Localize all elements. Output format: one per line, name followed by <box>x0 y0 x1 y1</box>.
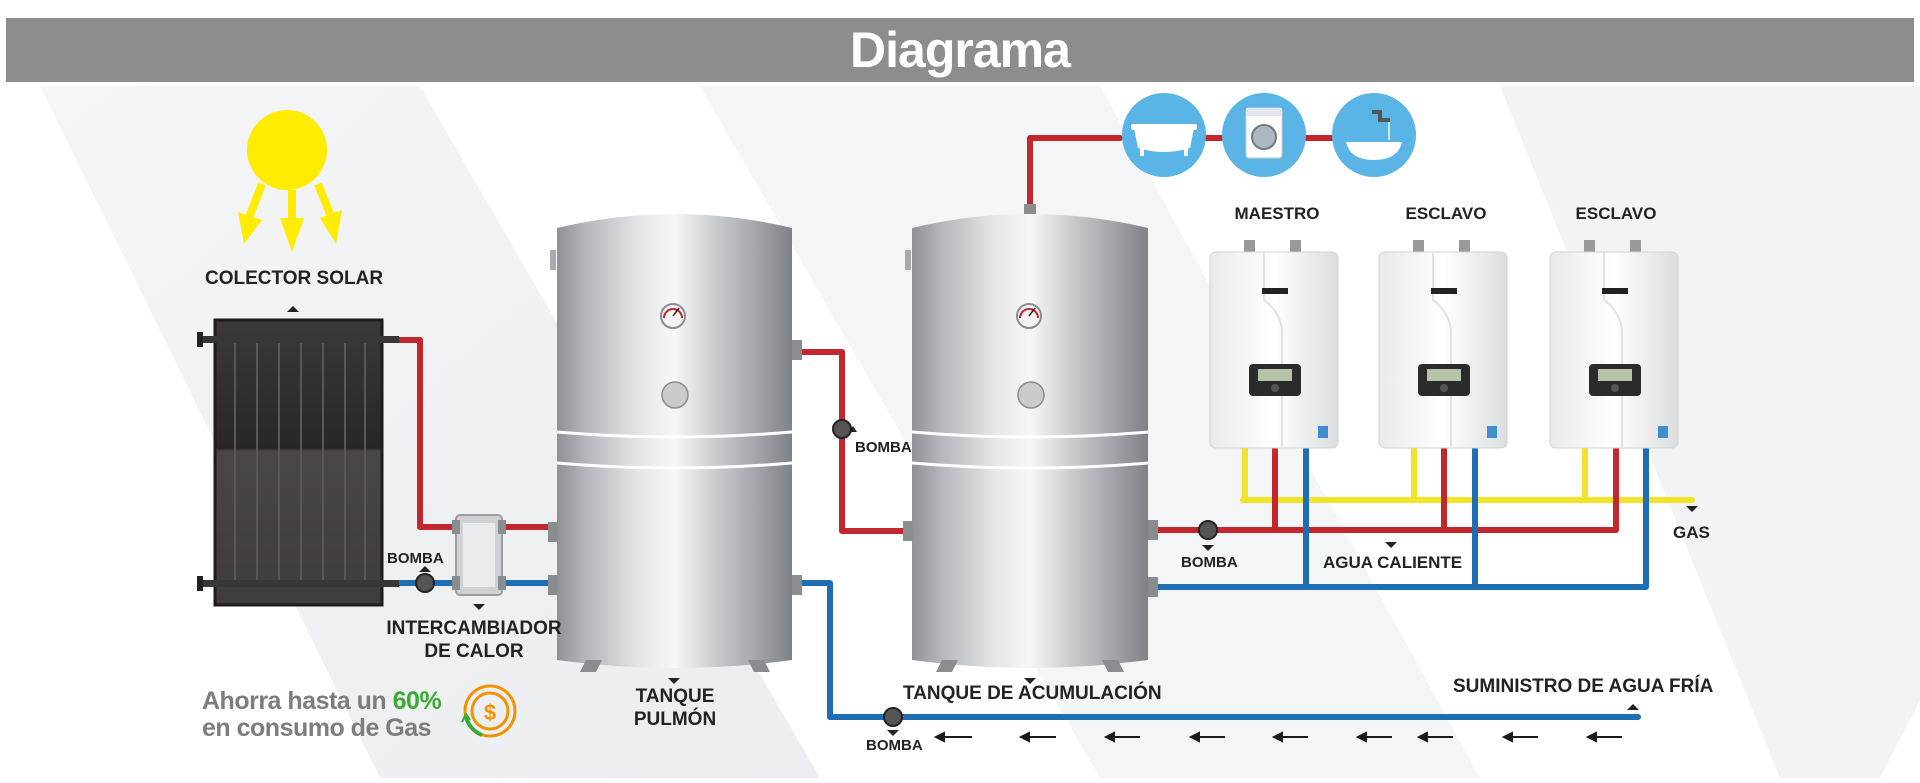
pipe-network <box>389 135 1695 720</box>
savings-line1-prefix: Ahorra hasta un <box>202 687 393 715</box>
hot-water-pointer <box>1385 542 1397 548</box>
collector-pointer <box>287 306 299 312</box>
pump-between-tanks-icon <box>832 419 857 439</box>
label-heater-slave-2: ESCLAVO <box>1575 204 1657 223</box>
pump-hot-return-icon <box>1198 520 1218 551</box>
cold-pipe-buffer-to-supply <box>792 580 1641 720</box>
heat-exchanger <box>452 514 506 596</box>
savings-line1: Ahorra hasta un 60% <box>202 687 442 715</box>
title-bar: Diagrama <box>6 18 1914 82</box>
water-heater-master <box>1209 240 1339 449</box>
label-buffer-tank-line2: PULMÓN <box>633 709 717 730</box>
pump-cold-supply-icon <box>883 707 903 736</box>
water-heater-slave-1 <box>1378 240 1508 449</box>
cold-supply-pointer <box>1627 704 1639 710</box>
sun-icon <box>238 110 342 252</box>
storage-tank-pointer <box>1024 678 1036 684</box>
solar-collector-panel <box>197 318 399 607</box>
label-pump-cold-supply: BOMBA <box>866 737 923 754</box>
label-pump-hot-return: BOMBA <box>1181 554 1238 571</box>
hot-pipe-storage-to-heaters <box>1155 445 1619 533</box>
pump-collector-icon <box>415 566 435 593</box>
storage-tank <box>903 204 1158 672</box>
sink-faucet-icon <box>1332 93 1416 177</box>
label-storage-tank: TANQUE DE ACUMULACIÓN <box>903 683 1162 704</box>
cold-pipe-storage-to-heaters <box>1155 445 1649 590</box>
page-title: Diagrama <box>850 22 1071 78</box>
water-heater-slave-2 <box>1549 240 1679 449</box>
exchanger-pointer <box>473 604 485 610</box>
label-pump-between-tanks: BOMBA <box>855 439 912 456</box>
label-heater-master: MAESTRO <box>1234 204 1320 223</box>
bathtub-icon <box>1122 93 1206 177</box>
savings-message: Ahorra hasta un 60% en consumo de Gas <box>202 687 442 742</box>
hot-pipe-buffer-to-storage <box>792 349 915 534</box>
savings-percent: 60% <box>392 687 442 715</box>
buffer-tank <box>548 214 802 672</box>
label-solar-collector: COLECTOR SOLAR <box>205 268 384 289</box>
hot-pipe-storage-to-fixtures <box>1027 135 1123 215</box>
savings-line2: en consumo de Gas <box>202 714 432 742</box>
gas-pointer <box>1686 506 1698 512</box>
buffer-tank-pointer <box>668 678 680 684</box>
coin-savings-icon: $ <box>461 684 517 738</box>
hot-pipe-collector-to-exchanger <box>389 337 463 530</box>
label-pump-collector: BOMBA <box>387 550 444 567</box>
coin-symbol: $ <box>484 700 496 725</box>
washing-machine-icon <box>1222 93 1306 177</box>
label-hot-water: AGUA CALIENTE <box>1323 553 1463 572</box>
label-heat-exchanger-line2: DE CALOR <box>424 641 524 662</box>
label-gas: GAS <box>1673 523 1710 542</box>
label-heater-slave-1: ESCLAVO <box>1405 204 1487 223</box>
label-cold-water-supply: SUMINISTRO DE AGUA FRÍA <box>1453 676 1714 697</box>
label-heat-exchanger-line1: INTERCAMBIADOR <box>386 618 562 639</box>
label-buffer-tank-line1: TANQUE <box>635 686 715 707</box>
flow-arrows <box>933 731 1622 743</box>
